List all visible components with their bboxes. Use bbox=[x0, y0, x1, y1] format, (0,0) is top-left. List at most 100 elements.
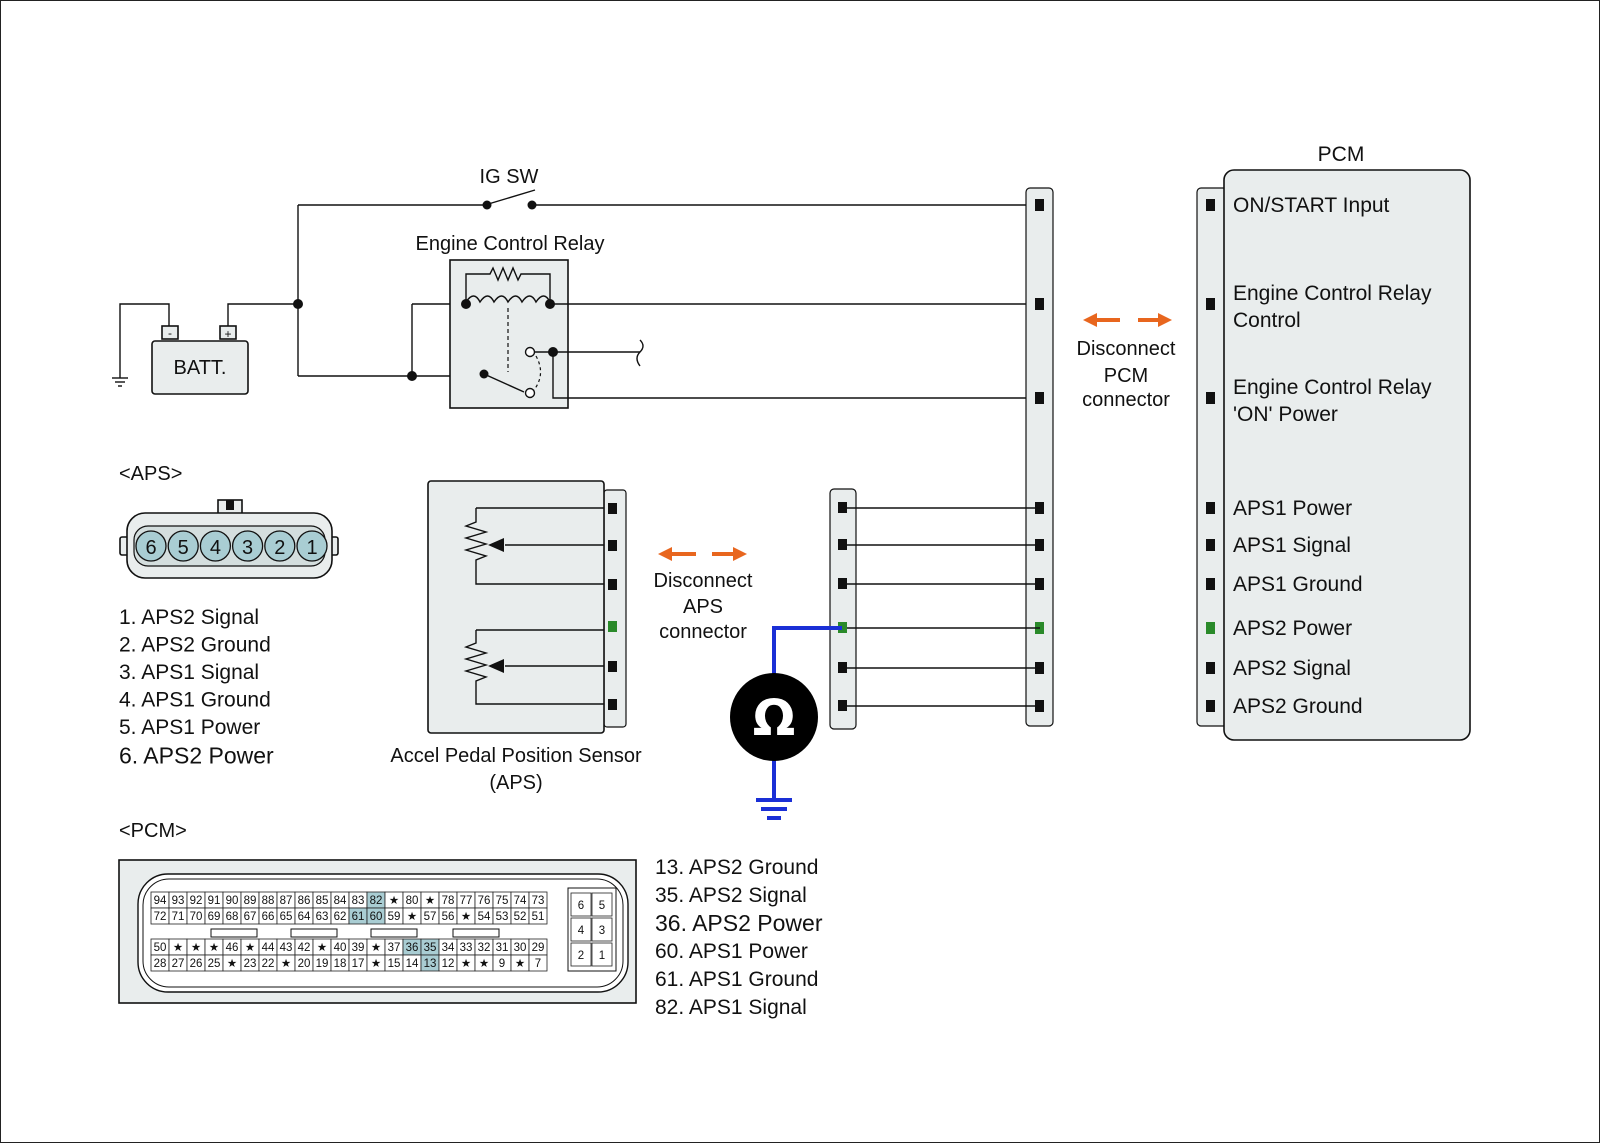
pcm-side-cell bbox=[570, 917, 592, 942]
pcm-cell-label: ★ bbox=[173, 942, 183, 954]
sensor-name-line1: Accel Pedal Position Sensor bbox=[390, 745, 642, 767]
aps-pin-number: 5 bbox=[178, 537, 189, 559]
pcm-cell-label: 67 bbox=[244, 911, 257, 923]
relay-label: Engine Control Relay bbox=[416, 233, 605, 255]
pcm-cell-label: 43 bbox=[280, 942, 293, 954]
pcm-cell-label: 13 bbox=[424, 958, 437, 970]
aps-pin-circle bbox=[199, 530, 232, 562]
pcm-cell-label: 70 bbox=[190, 911, 203, 923]
pcm-cell-label: 17 bbox=[352, 958, 365, 970]
pcm-cell-label: 7 bbox=[535, 958, 541, 970]
pcm-pin-label: Engine Control Relay bbox=[1233, 282, 1432, 305]
pcm-pin bbox=[1206, 502, 1215, 514]
pcm-side-cell-label: 2 bbox=[578, 950, 584, 962]
aps-pin-list-item: 3. APS1 Signal bbox=[119, 661, 259, 684]
aps-pin-number: 1 bbox=[306, 537, 317, 559]
pcm-pin bbox=[1206, 622, 1215, 634]
aps-harness bbox=[829, 488, 1040, 730]
pcm-cell-label: 44 bbox=[262, 942, 275, 954]
disconnect-aps-connector: Disconnect APS connector bbox=[654, 547, 753, 643]
harness-pin bbox=[1035, 298, 1044, 310]
pcm-cell-label: ★ bbox=[245, 942, 255, 954]
power-circuit bbox=[112, 189, 1040, 387]
pcm-cell-label: 26 bbox=[190, 958, 203, 970]
aps-pin-list-item: 6. APS2 Power bbox=[119, 743, 274, 769]
pcm-cell-label: 75 bbox=[496, 895, 509, 907]
pcm-cell-label: 72 bbox=[154, 911, 167, 923]
pcm-pin bbox=[1206, 199, 1215, 211]
pcm-cell-label: 35 bbox=[424, 942, 437, 954]
pcm-side-cell bbox=[570, 942, 592, 967]
pcm-pin-list-item: 60. APS1 Power bbox=[655, 940, 808, 963]
pcm-cell-label: 56 bbox=[442, 911, 455, 923]
pcm-cell-label: 92 bbox=[190, 895, 203, 907]
pcm-cell-label: 64 bbox=[298, 911, 311, 923]
pcm-harness-connector bbox=[1025, 187, 1054, 727]
pcm-pin-list-item: 36. APS2 Power bbox=[655, 910, 823, 936]
pcm-cell-label: ★ bbox=[227, 958, 237, 970]
disconnect-aps-line1: Disconnect bbox=[654, 570, 753, 592]
pcm-cell-label: ★ bbox=[407, 911, 417, 923]
pcm-cell-label: 50 bbox=[154, 942, 167, 954]
pcm-cell-label: 82 bbox=[370, 895, 383, 907]
pcm-cell-label: 53 bbox=[496, 911, 509, 923]
pcm-cell-label: 91 bbox=[208, 895, 221, 907]
pcm-cell-label: ★ bbox=[209, 942, 219, 954]
pcm-cell-label: 9 bbox=[499, 958, 505, 970]
pcm-cell-label: 57 bbox=[424, 911, 437, 923]
pcm-pin-label: ON/START Input bbox=[1233, 194, 1390, 217]
pcm-pin-strip bbox=[1196, 187, 1228, 727]
pcm-cell-label: 14 bbox=[406, 958, 419, 970]
pcm-cell-label: 30 bbox=[514, 942, 527, 954]
pcm-pin-label: Engine Control Relay bbox=[1233, 376, 1432, 399]
engine-control-relay: Engine Control Relay bbox=[416, 233, 1040, 409]
pcm-title: PCM bbox=[1318, 143, 1365, 166]
pcm-connector-face bbox=[118, 859, 637, 1004]
pcm-cell-label: 31 bbox=[496, 942, 509, 954]
pcm-cell-label: 51 bbox=[532, 911, 545, 923]
pcm-pin bbox=[1206, 662, 1215, 674]
pcm-cell-label: 23 bbox=[244, 958, 257, 970]
ohmmeter-body bbox=[730, 673, 818, 761]
pcm-pin-label: 'ON' Power bbox=[1233, 403, 1338, 426]
pcm-cell-label: 40 bbox=[334, 942, 347, 954]
pcm-cell-label: ★ bbox=[461, 958, 471, 970]
pcm-side-cell bbox=[591, 917, 613, 942]
battery-minus-label: - bbox=[168, 326, 172, 340]
pcm-pin bbox=[1206, 578, 1215, 590]
pcm-cell-label: 76 bbox=[478, 895, 491, 907]
pcm-cell-label: 19 bbox=[316, 958, 329, 970]
pcm-cell-label: ★ bbox=[425, 895, 435, 907]
pcm-pin bbox=[1206, 700, 1215, 712]
pcm-cell-label: 87 bbox=[280, 895, 293, 907]
aps-pin-number: 6 bbox=[145, 537, 156, 559]
pcm-pin bbox=[1206, 539, 1215, 551]
pcm-cell-label: 27 bbox=[172, 958, 185, 970]
aps-pin-number: 2 bbox=[274, 537, 285, 559]
pcm-cell-label: 37 bbox=[388, 942, 401, 954]
pcm-cell-label: 73 bbox=[532, 895, 545, 907]
pcm-cell bbox=[528, 954, 548, 972]
pcm-pin-label: APS2 Power bbox=[1233, 617, 1352, 640]
pcm-cell-label: 46 bbox=[226, 942, 239, 954]
pcm-cell-label: 77 bbox=[460, 895, 473, 907]
pcm-cell-label: ★ bbox=[317, 942, 327, 954]
pcm-cell-label: 29 bbox=[532, 942, 545, 954]
pcm-cell-label: 90 bbox=[226, 895, 239, 907]
pcm-cell-label: 83 bbox=[352, 895, 365, 907]
pcm-cell-label: 22 bbox=[262, 958, 275, 970]
aps-pin-circle bbox=[167, 530, 199, 562]
pcm-cell-label: 66 bbox=[262, 911, 275, 923]
pcm-pin-list-item: 82. APS1 Signal bbox=[655, 996, 807, 1019]
pcm-cell-label: ★ bbox=[515, 958, 525, 970]
ohmmeter: Ω bbox=[730, 626, 842, 820]
pcm-side-cell-label: 3 bbox=[599, 925, 605, 937]
pcm-cell-label: 80 bbox=[406, 895, 419, 907]
pcm-cell-label: 94 bbox=[154, 895, 167, 907]
